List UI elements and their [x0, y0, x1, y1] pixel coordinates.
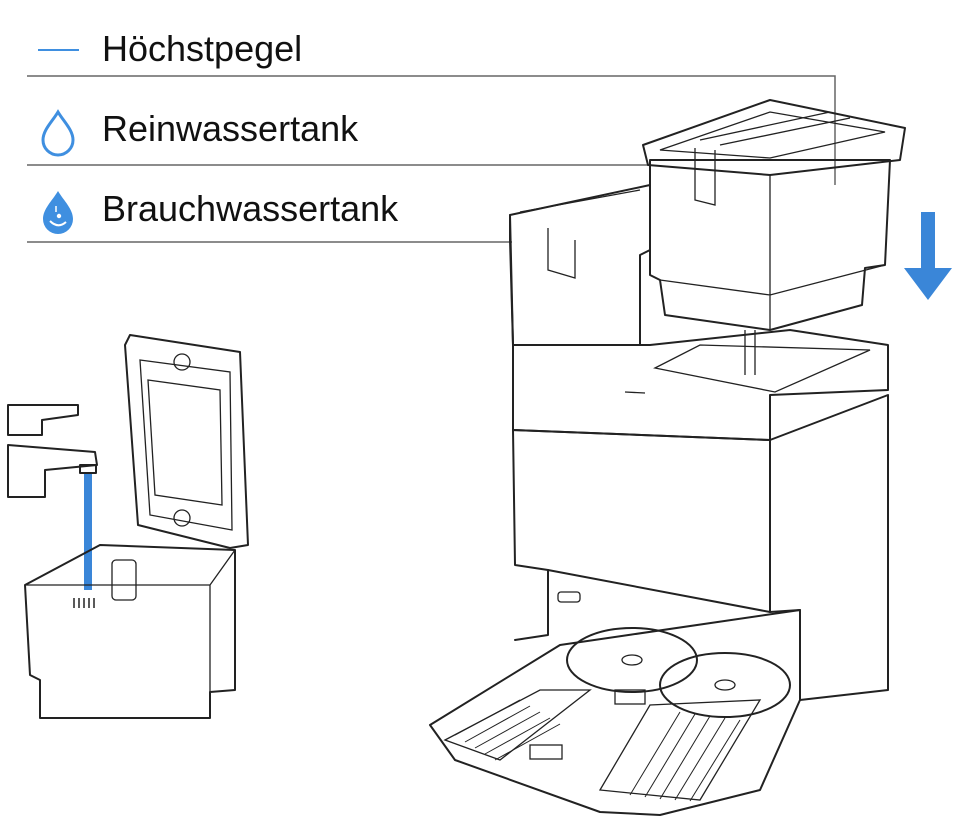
open-tank	[24, 334, 249, 719]
legend-label: Höchstpegel	[102, 28, 303, 69]
legend-label: Reinwassertank	[102, 108, 359, 149]
water-drop-outline-icon	[41, 109, 75, 157]
leader-line-max-level	[27, 75, 836, 185]
max-level-line-icon	[38, 49, 79, 51]
clean-water-tank	[642, 99, 906, 331]
docking-station	[429, 184, 889, 816]
legend-label: Brauchwassertank	[102, 188, 399, 229]
insert-down-arrow-icon	[904, 212, 952, 300]
faucet-icon	[7, 404, 98, 498]
dirty-water-drop-icon	[43, 191, 73, 234]
water-stream	[84, 474, 92, 590]
